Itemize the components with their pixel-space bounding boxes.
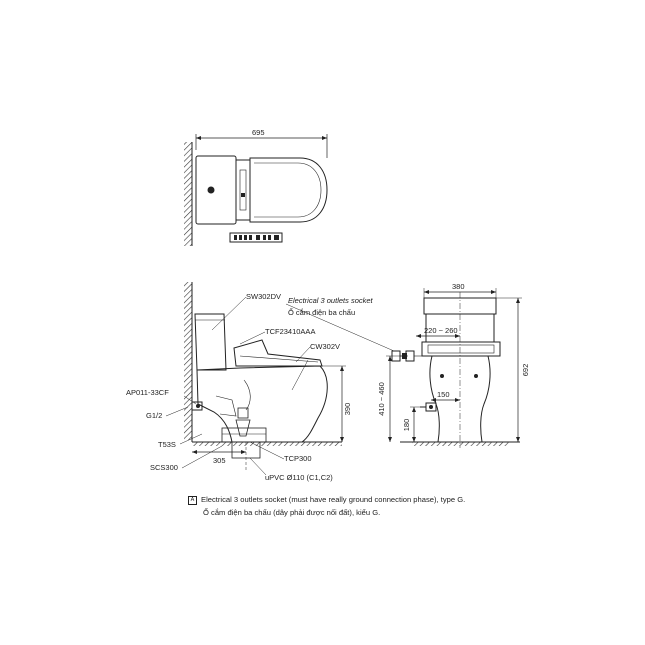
front-seat bbox=[421, 341, 501, 357]
front-view bbox=[386, 288, 522, 448]
dim-695-label: 695 bbox=[252, 128, 265, 137]
label-sw302dv: SW302DV bbox=[246, 292, 281, 301]
note-line-vi: Ổ cắm điện ba chấu (dây phải được nối đấ… bbox=[203, 508, 380, 517]
front-floor-hatch bbox=[412, 442, 510, 446]
label-t53s: T53S bbox=[158, 440, 176, 449]
dim-410-460-label: 410 ~ 460 bbox=[377, 382, 386, 416]
side-bowl bbox=[196, 365, 328, 443]
label-socket-en: Electrical 3 outlets socket bbox=[288, 296, 374, 305]
label-socket-vi: Ổ cắm điện ba chấu bbox=[288, 308, 355, 317]
top-flush-button-icon bbox=[207, 186, 215, 194]
label-cw302v: CW302V bbox=[310, 342, 340, 351]
dim-220-260-label: 220 ~ 260 bbox=[424, 326, 458, 335]
top-bowl-outline bbox=[249, 157, 328, 223]
front-tank bbox=[423, 297, 497, 315]
label-scs300: SCS300 bbox=[150, 463, 178, 472]
label-g12: G1/2 bbox=[146, 411, 162, 420]
note-line-en: A Electrical 3 outlets socket (must have … bbox=[188, 495, 465, 505]
top-tank bbox=[195, 155, 237, 225]
label-upvc: uPVC Ø110 (C1,C2) bbox=[265, 473, 333, 482]
label-tcf23410aaa: TCF23410AAA bbox=[265, 327, 315, 336]
side-angle-valve bbox=[191, 401, 203, 411]
top-seat-panel bbox=[235, 159, 251, 221]
note-symbol-icon: A bbox=[188, 496, 197, 505]
side-wall-hatch bbox=[184, 282, 192, 440]
dim-380-label: 380 bbox=[452, 282, 465, 291]
note-text-en: Electrical 3 outlets socket (must have r… bbox=[201, 495, 466, 504]
side-view bbox=[165, 282, 408, 476]
dim-305-label: 305 bbox=[213, 456, 226, 465]
dim-150-label: 150 bbox=[437, 390, 450, 399]
side-tank bbox=[194, 313, 227, 371]
note-text-vi: Ổ cắm điện ba chấu (dây phải được nối đấ… bbox=[203, 508, 381, 517]
top-view bbox=[184, 134, 328, 246]
top-wall-hatch bbox=[184, 142, 192, 246]
dim-692-label: 692 bbox=[521, 364, 530, 377]
dim-180-label: 180 bbox=[402, 419, 411, 432]
label-tcp300: TCP300 bbox=[284, 454, 312, 463]
label-ap011-33cf: AP011-33CF bbox=[126, 388, 169, 397]
side-seat-unit bbox=[233, 339, 323, 367]
side-floor-hatch bbox=[192, 442, 342, 446]
dim-390-label: 390 bbox=[343, 403, 352, 416]
front-bowl bbox=[429, 355, 491, 443]
